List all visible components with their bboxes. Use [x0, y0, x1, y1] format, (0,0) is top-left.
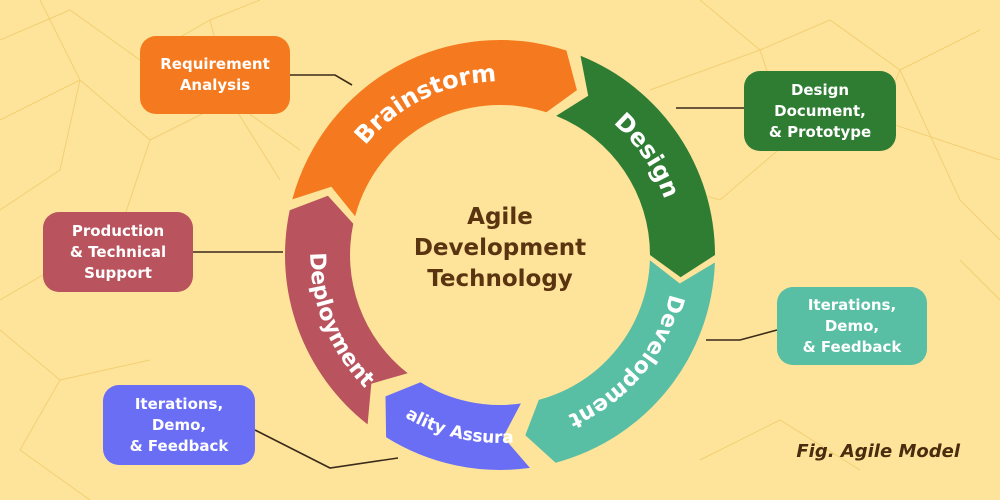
callout-production-support: Production & Technical Support: [43, 212, 193, 292]
center-line-2: Development: [413, 235, 587, 261]
callout-design-document: Design Document, & Prototype: [744, 71, 896, 151]
callout-line: Iterations,: [134, 394, 224, 413]
callout-line: Iterations,: [807, 295, 897, 314]
callout-line: Support: [84, 263, 152, 282]
callout-iterations-right: Iterations, Demo, & Feedback: [777, 287, 927, 365]
center-line-1: Agile: [467, 204, 533, 230]
stage-arrow-design: [556, 55, 715, 278]
callout-line: & Feedback: [129, 436, 229, 455]
callout-line: Requirement: [160, 55, 270, 73]
center-line-3: Technology: [427, 266, 573, 292]
callout-line: Demo,: [151, 415, 207, 434]
figure-caption: Fig. Agile Model: [796, 441, 960, 462]
connector-iterations-left: [254, 429, 399, 469]
callout-requirement-analysis: Requirement Analysis: [140, 36, 290, 114]
stage-brainstorm: Brainstorm: [292, 39, 577, 217]
connector-iterations-right: [706, 329, 778, 341]
stage-arrow-brainstorm: [292, 39, 577, 217]
callout-line: Design: [790, 80, 850, 99]
callout-line: Demo,: [824, 316, 880, 335]
stage-arrow-development: [525, 260, 715, 463]
callout-line: & Feedback: [802, 337, 902, 356]
connector-requirement: [290, 74, 353, 86]
stage-arrow-deployment: [285, 195, 408, 425]
callout-line: Document,: [774, 101, 866, 120]
center-title: Agile Development Technology: [380, 202, 620, 295]
stage-arrow-quality: [385, 382, 530, 470]
callout-iterations-left: Iterations, Demo, & Feedback: [103, 385, 255, 465]
callout-line: Production: [71, 221, 165, 240]
callout-line: & Prototype: [768, 122, 872, 141]
callout-line: Analysis: [179, 76, 251, 94]
callout-line: & Technical: [69, 242, 167, 261]
